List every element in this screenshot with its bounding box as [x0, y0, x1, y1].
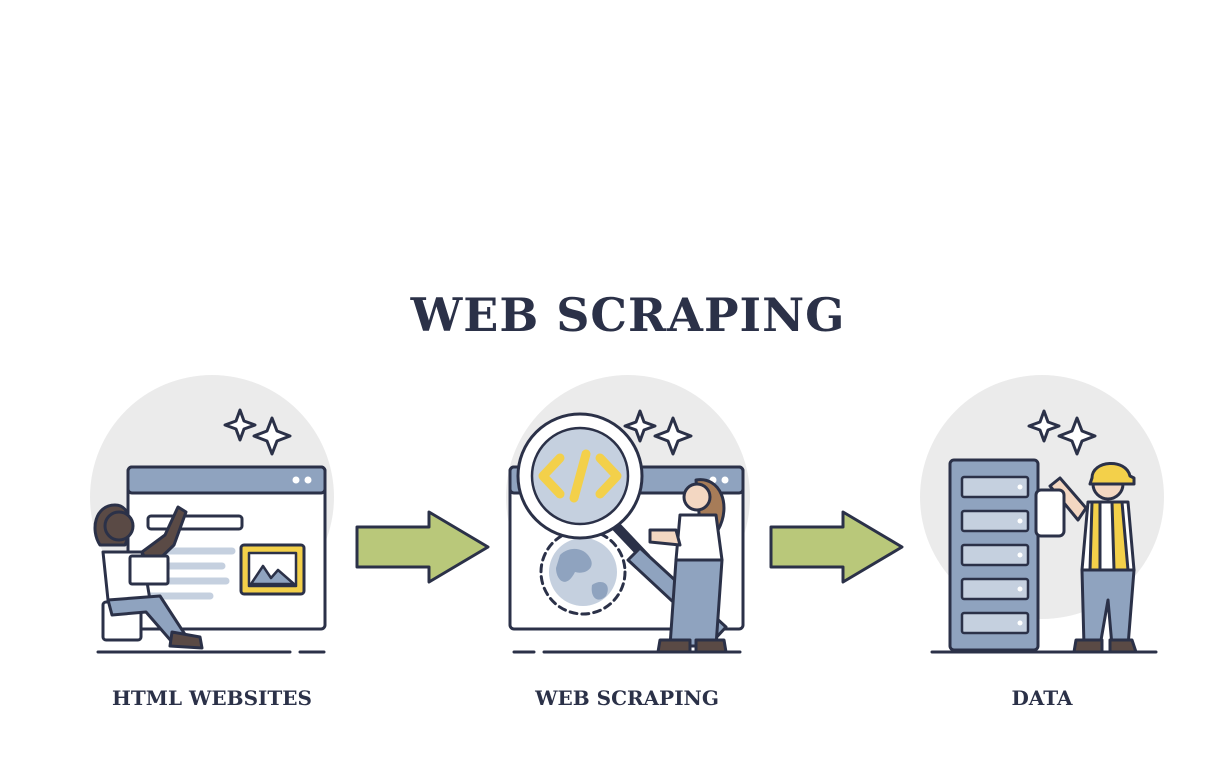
image-icon: [239, 543, 306, 596]
stage-web-scraping: [506, 375, 750, 654]
stage-label-html-websites: HTML WEBSITES: [112, 686, 312, 710]
stage-html-websites: [90, 375, 334, 654]
arrow-right-icon-2: [769, 510, 904, 584]
diagram-title: WEB SCRAPING: [410, 288, 846, 342]
sparkle-icon: [223, 408, 292, 456]
arrow-right-icon-1: [355, 510, 490, 584]
stage-label-data: DATA: [1011, 686, 1073, 710]
stage-label-web-scraping: WEB SCRAPING: [535, 686, 719, 710]
globe-icon: [539, 528, 627, 616]
engineer-with-tablet: [1034, 462, 1138, 654]
person-with-magnifier: [648, 478, 728, 654]
sparkle-icon: [623, 409, 693, 456]
person-with-laptop: [93, 503, 204, 650]
server-rack-icon: [948, 458, 1040, 652]
sparkle-icon: [1027, 409, 1097, 456]
stage-data: [920, 375, 1164, 654]
